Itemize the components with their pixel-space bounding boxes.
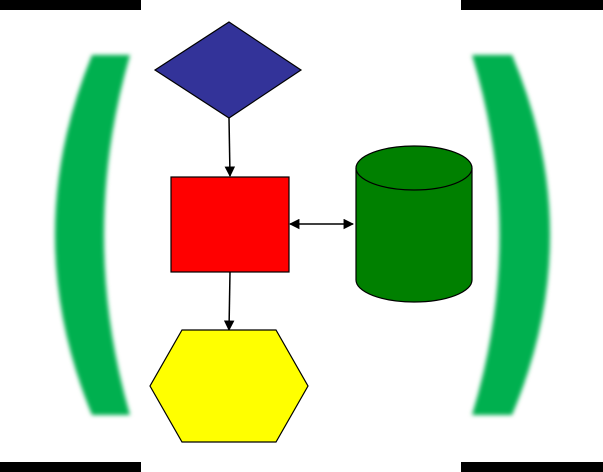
cylinder-node: [355, 145, 473, 303]
corner-bar-top-right: [461, 0, 603, 10]
hexagon-node: [149, 329, 309, 443]
corner-bar-bottom-right: [461, 462, 603, 472]
corner-bar-top-left: [0, 0, 141, 10]
rectangle-node: [170, 176, 290, 273]
diamond-node: [153, 21, 303, 119]
left-bracket: [55, 55, 130, 415]
edge-rectangle-to-hexagon: [223, 271, 235, 332]
edge-diamond-to-rectangle: [224, 117, 236, 178]
right-bracket: [472, 55, 550, 415]
corner-bar-bottom-left: [0, 462, 141, 472]
